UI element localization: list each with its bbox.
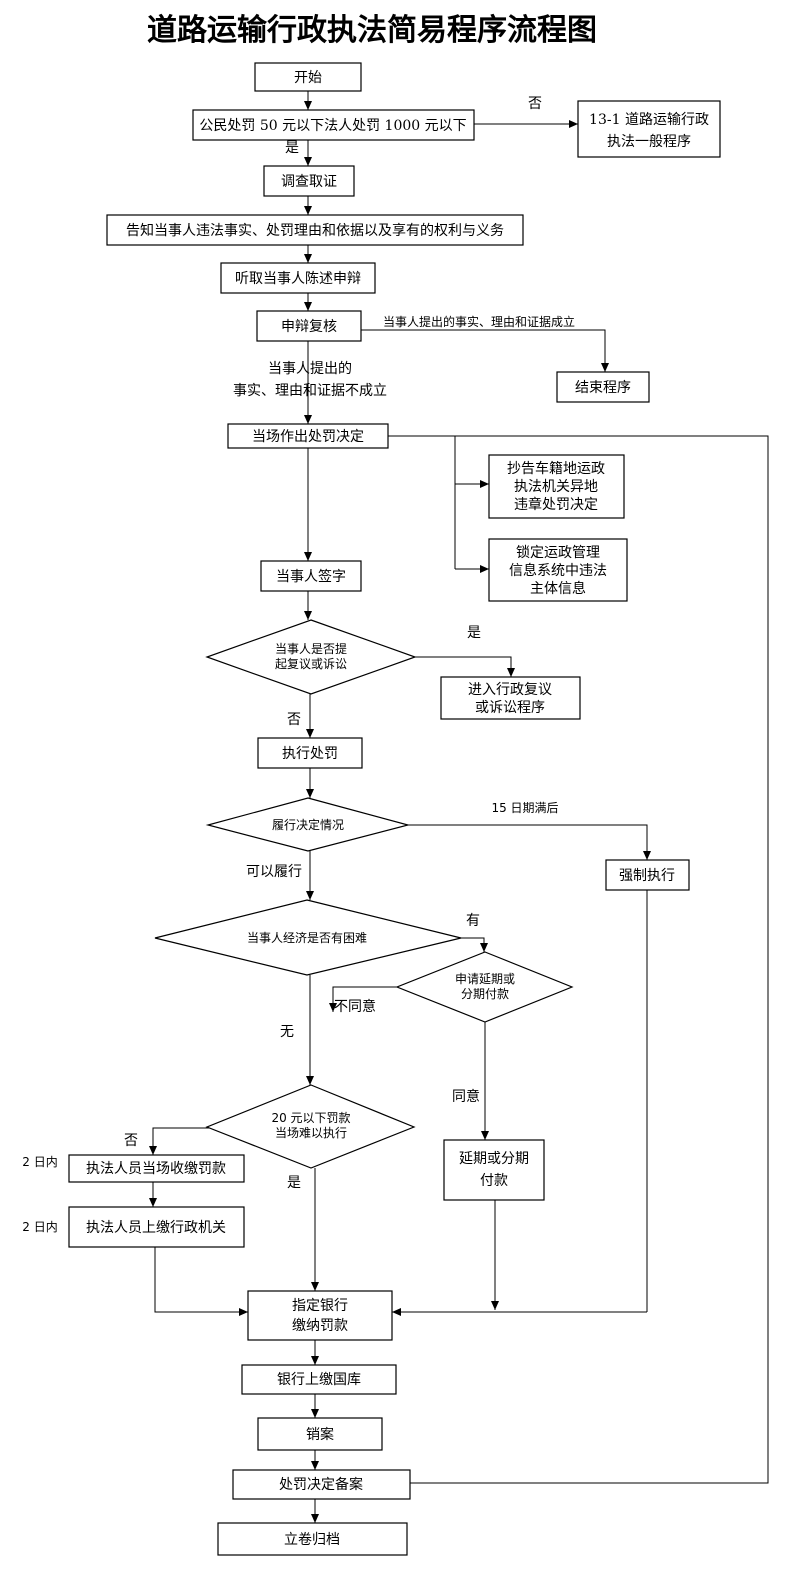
node-collect-label: 执法人员当场收缴罚款 bbox=[86, 1161, 226, 1177]
node-apply-question: 申请延期或 分期付款 bbox=[395, 951, 574, 1023]
label-claim-invalid-line-2: 事实、理由和证据不成立 bbox=[233, 383, 387, 399]
label-appeal-no: 否 bbox=[287, 712, 301, 728]
node-general-program: 13-1 道路运输行政 执法一般程序 bbox=[577, 100, 721, 158]
node-condition: 公民处罚 50 元以下法人处罚 1000 元以下 bbox=[192, 109, 475, 141]
arrow-hardship-yes bbox=[461, 937, 488, 952]
node-appeal-question: 当事人是否提 起复议或诉讼 bbox=[205, 619, 417, 695]
node-sign-label: 当事人签字 bbox=[276, 568, 346, 585]
node-condition-label: 公民处罚 50 元以下法人处罚 1000 元以下 bbox=[199, 118, 466, 134]
node-decide-label: 当场作出处罚决定 bbox=[252, 429, 364, 445]
node-apply-question-line-2: 分期付款 bbox=[461, 987, 509, 1001]
node-lock-info: 锁定运政管理 信息系统中违法 主体信息 bbox=[488, 538, 628, 602]
connectors bbox=[149, 91, 769, 1523]
label-small-yes: 是 bbox=[287, 1175, 301, 1191]
node-hardship-question: 当事人经济是否有困难 bbox=[154, 899, 462, 976]
label-within-2-days-submit: 2 日内 bbox=[22, 1220, 57, 1234]
node-start: 开始 bbox=[254, 62, 362, 92]
label-agree: 同意 bbox=[452, 1088, 480, 1105]
node-hear-label: 听取当事人陈述申辩 bbox=[235, 270, 361, 287]
node-sign: 当事人签字 bbox=[260, 560, 362, 592]
arrow-to-enforce bbox=[408, 824, 651, 860]
node-execute: 执行处罚 bbox=[257, 737, 363, 769]
node-deferred-payment: 延期或分期 付款 bbox=[443, 1139, 545, 1201]
node-bank: 指定银行 缴纳罚款 bbox=[247, 1290, 393, 1341]
node-submit-label: 执法人员上缴行政机关 bbox=[86, 1220, 226, 1236]
label-no-over-limit: 否 bbox=[528, 96, 542, 112]
node-archive-record: 处罚决定备案 bbox=[232, 1469, 411, 1500]
node-end-program-label: 结束程序 bbox=[575, 380, 631, 396]
node-collect: 执法人员当场收缴罚款 bbox=[68, 1154, 245, 1183]
node-appeal-proceeding: 进入行政复议 或诉讼程序 bbox=[440, 676, 581, 720]
node-deferred-payment-line-1: 延期或分期 bbox=[459, 1151, 529, 1167]
node-review: 申辩复核 bbox=[256, 310, 362, 342]
arrow-disagree bbox=[329, 986, 397, 1012]
label-appeal-yes: 是 bbox=[467, 625, 481, 641]
node-lock-info-line-3: 主体信息 bbox=[530, 580, 586, 597]
node-perform-question: 履行决定情况 bbox=[205, 797, 411, 852]
node-decide: 当场作出处罚决定 bbox=[227, 423, 389, 449]
node-small-fine-question: 20 元以下罚款 当场难以执行 bbox=[205, 1084, 416, 1169]
label-can-perform: 可以履行 bbox=[246, 864, 302, 880]
label-disagree: 不同意 bbox=[334, 998, 376, 1015]
label-small-no: 否 bbox=[124, 1133, 138, 1149]
label-within-2-days-collect: 2 日内 bbox=[22, 1155, 57, 1169]
node-bank-line-1: 指定银行 bbox=[292, 1298, 348, 1314]
node-deferred-payment-line-2: 付款 bbox=[480, 1173, 508, 1189]
node-appeal-question-line-1: 当事人是否提 bbox=[275, 641, 347, 656]
node-hardship-question-label: 当事人经济是否有困难 bbox=[247, 930, 367, 945]
label-after-15-days: 15 日期满后 bbox=[491, 801, 558, 815]
node-treasury-label: 银行上缴国库 bbox=[277, 1372, 361, 1388]
node-copy-notice-line-1: 抄告车籍地运政 bbox=[507, 460, 605, 477]
label-hardship-no: 无 bbox=[280, 1024, 294, 1040]
node-enforce-label: 强制执行 bbox=[619, 868, 675, 884]
node-copy-notice-line-2: 执法机关异地 bbox=[514, 479, 598, 495]
node-small-fine-question-line-1: 20 元以下罚款 bbox=[271, 1111, 350, 1125]
node-apply-question-line-1: 申请延期或 bbox=[455, 972, 515, 986]
node-investigate: 调查取证 bbox=[263, 165, 355, 197]
label-hardship-yes: 有 bbox=[466, 913, 480, 929]
page-title: 道路运输行政执法简易程序流程图 bbox=[147, 13, 597, 48]
node-enforce: 强制执行 bbox=[605, 859, 690, 891]
node-archive-record-label: 处罚决定备案 bbox=[279, 1476, 363, 1493]
node-treasury: 银行上缴国库 bbox=[241, 1364, 397, 1395]
arrow-appeal-yes bbox=[415, 656, 515, 677]
line-decide-to-archive-record bbox=[388, 435, 769, 1484]
node-hear: 听取当事人陈述申辩 bbox=[220, 262, 376, 294]
node-lock-info-line-2: 信息系统中违法 bbox=[509, 562, 607, 579]
node-copy-notice-line-3: 违章处罚决定 bbox=[514, 496, 598, 513]
node-copy-notice: 抄告车籍地运政 执法机关异地 违章处罚决定 bbox=[488, 454, 625, 519]
node-general-program-line-1: 13-1 道路运输行政 bbox=[589, 112, 709, 128]
node-general-program-line-2: 执法一般程序 bbox=[607, 134, 691, 150]
node-perform-question-label: 履行决定情况 bbox=[272, 817, 344, 832]
node-appeal-proceeding-line-1: 进入行政复议 bbox=[468, 681, 552, 698]
node-execute-label: 执行处罚 bbox=[282, 746, 338, 762]
node-close-case: 销案 bbox=[257, 1417, 383, 1451]
node-file-label: 立卷归档 bbox=[284, 1531, 340, 1548]
node-bank-line-2: 缴纳罚款 bbox=[292, 1318, 348, 1334]
node-file: 立卷归档 bbox=[217, 1522, 408, 1556]
node-lock-info-line-1: 锁定运政管理 bbox=[516, 545, 600, 561]
node-close-case-label: 销案 bbox=[306, 1426, 334, 1443]
node-appeal-question-line-2: 起复议或诉讼 bbox=[275, 657, 347, 671]
arrow-submit-to-bank bbox=[154, 1247, 248, 1316]
edge-labels: 否 是 当事人提出的事实、理由和证据成立 当事人提出的 事实、理由和证据不成立 … bbox=[22, 96, 575, 1234]
label-claim-invalid-line-1: 当事人提出的 bbox=[268, 361, 352, 377]
arrow-review-to-end bbox=[361, 329, 609, 372]
label-claim-valid: 当事人提出的事实、理由和证据成立 bbox=[383, 314, 575, 329]
label-yes-under-limit: 是 bbox=[285, 140, 299, 156]
node-end-program: 结束程序 bbox=[556, 371, 650, 403]
node-investigate-label: 调查取证 bbox=[281, 174, 337, 190]
node-notify-label: 告知当事人违法事实、处罚理由和依据以及享有的权利与义务 bbox=[126, 222, 504, 239]
node-small-fine-question-line-2: 当场难以执行 bbox=[275, 1126, 347, 1140]
node-review-label: 申辩复核 bbox=[281, 318, 337, 335]
node-appeal-proceeding-line-2: 或诉讼程序 bbox=[475, 700, 545, 716]
node-notify: 告知当事人违法事实、处罚理由和依据以及享有的权利与义务 bbox=[106, 214, 524, 246]
node-start-label: 开始 bbox=[294, 70, 322, 86]
arrow-small-no bbox=[149, 1127, 211, 1155]
node-submit: 执法人员上缴行政机关 bbox=[68, 1206, 245, 1248]
